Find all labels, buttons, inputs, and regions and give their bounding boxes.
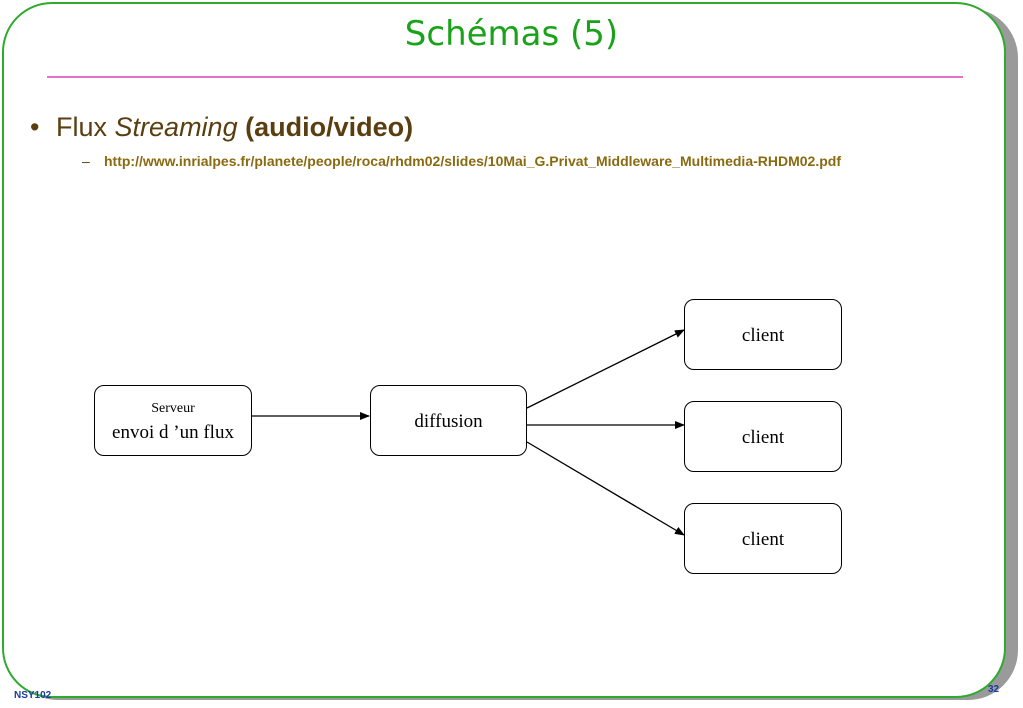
server-description: envoi d ’un flux [112,422,234,443]
bullet-item: • Flux Streaming (audio/video) [30,112,413,143]
arrow-diffusion-to-client-1 [526,329,685,409]
arrow-diffusion-to-client-3 [526,441,685,536]
title-divider [47,76,963,78]
server-node: Serveur envoi d ’un flux [94,385,252,456]
server-label: Serveur [151,401,195,416]
bullet-prefix: Flux [56,112,108,142]
client-node-3: client [684,503,842,574]
client-node-1: client [684,299,842,370]
client-node-2: client [684,401,842,472]
sub-dash: – [82,153,90,169]
reference-link[interactable]: http://www.inrialpes.fr/planete/people/r… [104,153,841,169]
bullet-italic: Streaming [114,112,238,142]
bullet-bold: (audio/video) [245,112,414,142]
slide-title: Schémas (5) [404,14,619,54]
bullet-dot: • [30,112,40,142]
course-code: NSY102 [14,690,52,701]
diffusion-node: diffusion [370,385,527,456]
sub-bullet: –http://www.inrialpes.fr/planete/people/… [82,153,841,169]
page-number: 32 [988,684,1000,695]
